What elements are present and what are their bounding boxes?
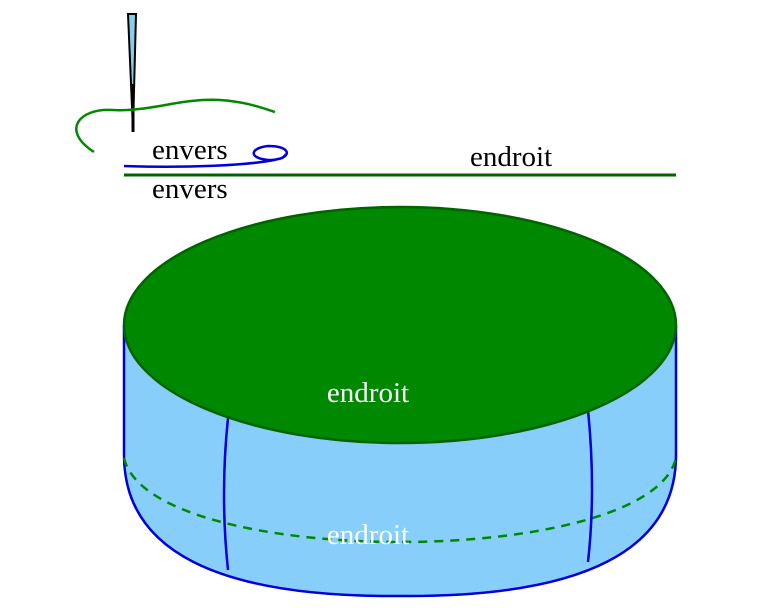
needle-group	[75, 13, 276, 154]
cylinder-top	[122, 205, 678, 445]
hidden-bottom-edge	[122, 457, 678, 544]
cylinder: endroit endroit	[122, 205, 678, 598]
label-endroit-top: endroit	[470, 141, 552, 173]
needle-icon	[126, 13, 138, 131]
label-envers-lower: envers	[152, 173, 228, 205]
thread-line	[75, 98, 276, 154]
flat-seam: envers envers endroit	[123, 134, 676, 205]
label-envers-upper: envers	[152, 134, 228, 166]
cylinder-side-outline	[122, 325, 678, 598]
label-endroit-cylinder-top: endroit	[327, 377, 409, 409]
label-endroit-cylinder-side: endroit	[327, 519, 409, 551]
seam-line-right	[586, 409, 594, 563]
seam-line-left	[222, 417, 230, 571]
blue-fabric-edge	[123, 144, 288, 168]
